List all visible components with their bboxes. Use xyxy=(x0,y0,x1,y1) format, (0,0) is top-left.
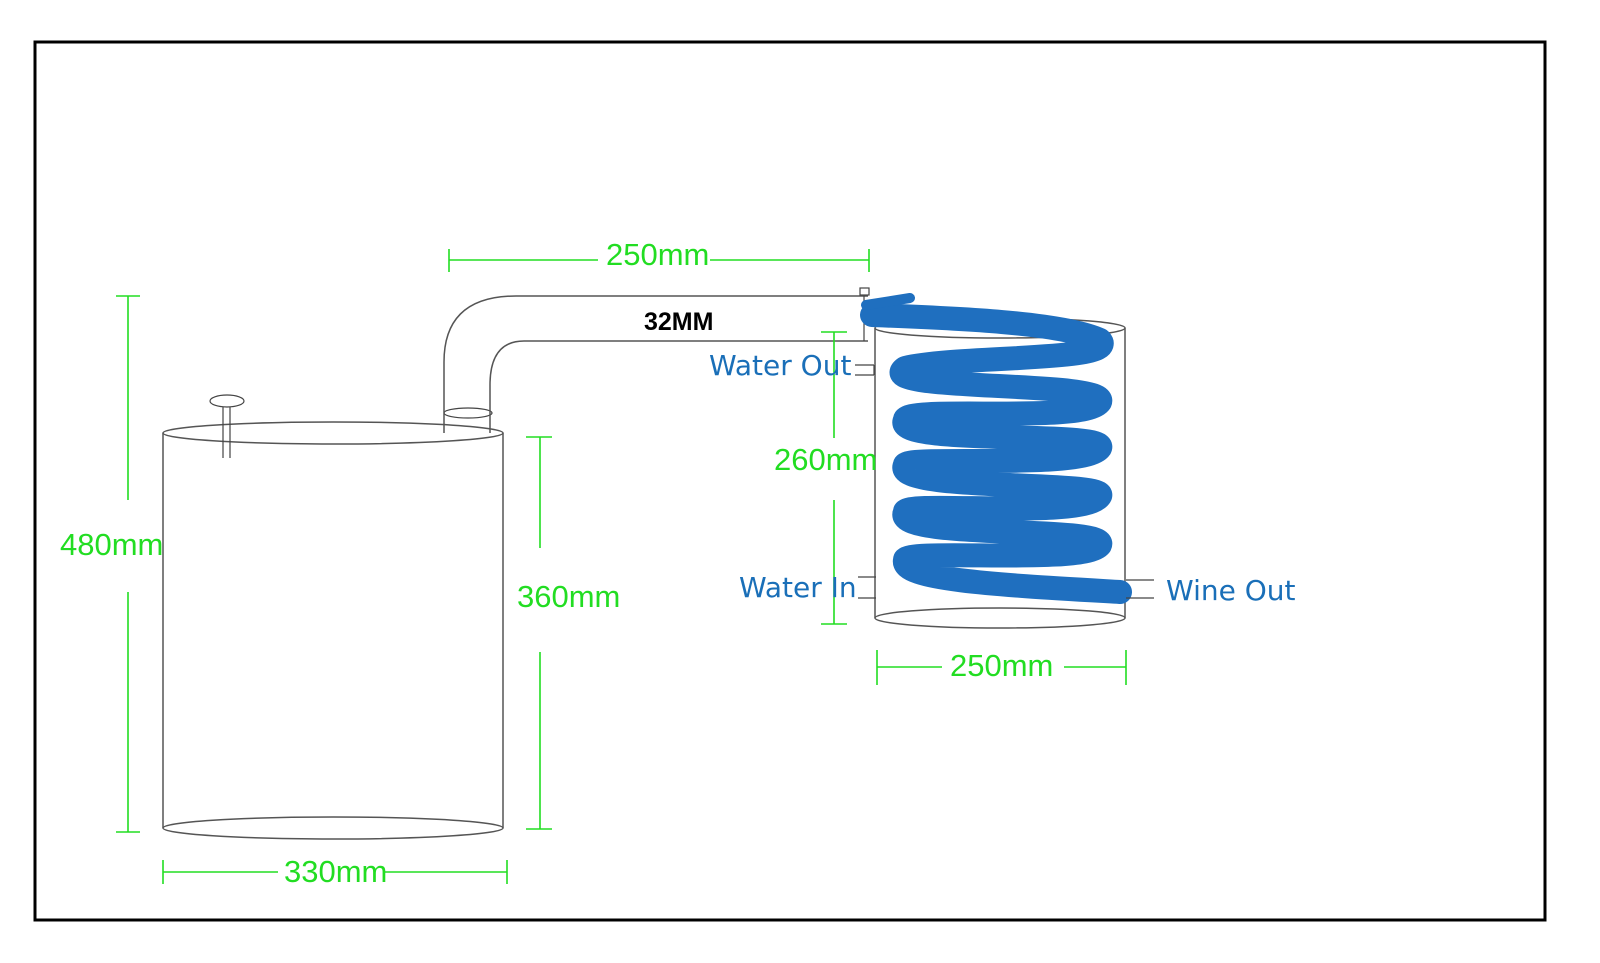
pipe-diameter-label: 32MM xyxy=(644,308,713,336)
condenser-height-label: 260mm xyxy=(774,442,877,477)
vapor-pipe xyxy=(443,287,870,433)
boiler-tank xyxy=(162,421,504,840)
dim-tank-total-height xyxy=(116,295,140,833)
outer-frame xyxy=(33,40,1547,922)
dim-condenser-width xyxy=(876,650,1127,685)
cooling-coil xyxy=(860,293,1132,604)
tank-body-height-label: 360mm xyxy=(517,579,620,614)
pipe-length-label: 250mm xyxy=(606,237,709,272)
dim-pipe-length xyxy=(448,249,870,272)
water-in-label: Water In xyxy=(739,571,857,604)
condenser-tank xyxy=(874,317,1126,629)
water-out-label: Water Out xyxy=(709,349,851,382)
dim-tank-width xyxy=(162,860,508,884)
dim-condenser-height xyxy=(821,331,847,625)
dim-tank-body-height xyxy=(526,436,552,830)
wine-out-label: Wine Out xyxy=(1166,574,1296,607)
condenser-width-label: 250mm xyxy=(950,648,1053,683)
port-fittings xyxy=(855,364,1154,599)
tank-width-label: 330mm xyxy=(284,854,387,889)
thermometer-icon xyxy=(209,394,245,458)
tank-total-height-label: 480mm xyxy=(60,527,163,562)
